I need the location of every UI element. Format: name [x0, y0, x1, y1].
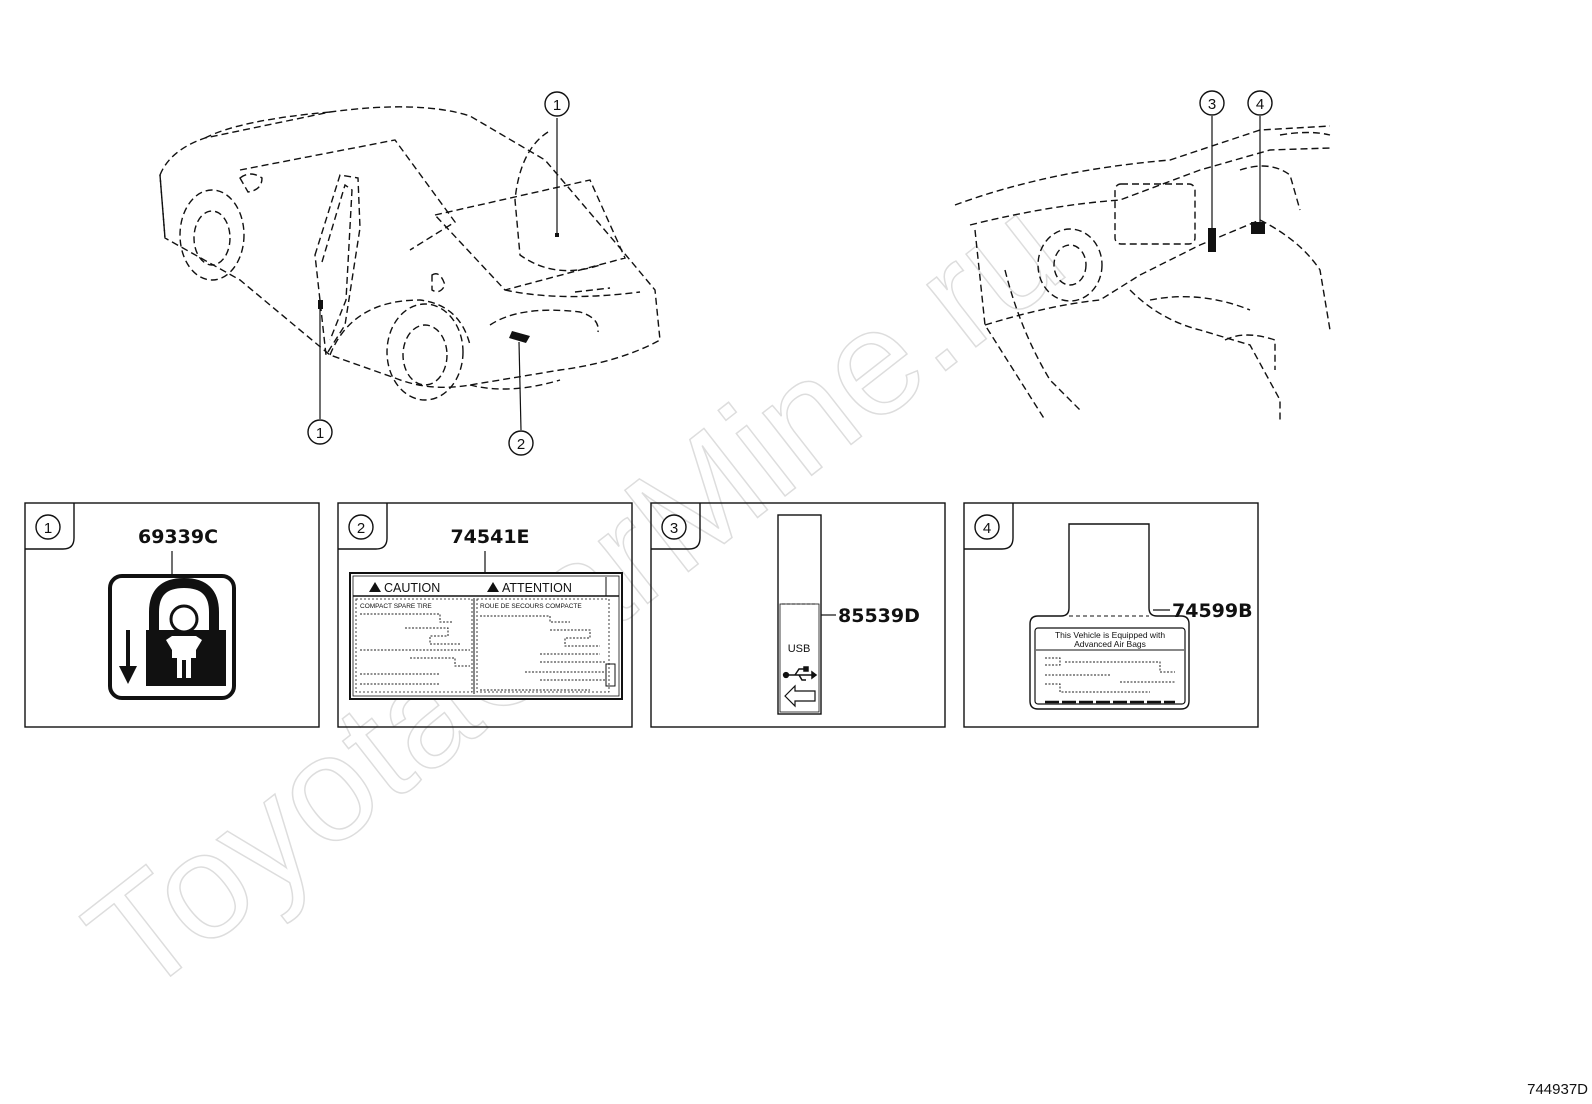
callout-2-trunk: 2 [508, 430, 534, 456]
part-number-74541E: 74541E [450, 526, 529, 548]
spare-tire-heading-fr: ROUE DE SECOURS COMPACTE [480, 603, 582, 610]
svg-text:1: 1 [316, 425, 324, 442]
svg-text:4: 4 [1256, 96, 1264, 113]
panel-3-tab: 3 [651, 503, 701, 550]
panel-3 [650, 502, 946, 728]
open-door [314, 174, 361, 358]
svg-text:2: 2 [357, 520, 365, 537]
airbag-label-marker [1251, 222, 1265, 234]
usb-text: USB [788, 643, 811, 655]
panel-1-tab: 1 [25, 503, 75, 550]
panel-4-tab: 4 [964, 503, 1014, 550]
svg-text:3: 3 [670, 520, 678, 537]
svg-text:1: 1 [44, 520, 52, 537]
panel-2-tab: 2 [338, 503, 388, 550]
arrow-icon [784, 684, 816, 708]
car-rear-view [159, 106, 661, 401]
panel-1 [24, 502, 320, 728]
part-number-69339C: 69339C [138, 526, 218, 548]
airbag-line-2: Advanced Air Bags [1074, 639, 1146, 649]
door-label-marker [318, 300, 323, 309]
callout-4-dash: 4 [1247, 90, 1273, 116]
callout-1-door: 1 [307, 419, 333, 445]
attention-triangle-icon [487, 582, 499, 592]
part-number-85539D: 85539D [838, 605, 920, 627]
airbag-line-1: This Vehicle is Equipped with [1055, 630, 1165, 640]
usb-icon [782, 666, 818, 681]
part-number-74599B: 74599B [1172, 600, 1253, 622]
panel-2 [337, 502, 633, 728]
caution-triangle-icon [369, 582, 381, 592]
dashboard-interior [954, 125, 1331, 421]
airbag-label: This Vehicle is Equipped with Advanced A… [1029, 523, 1190, 710]
caution-text: CAUTION [384, 581, 440, 595]
panel-4 [963, 502, 1259, 728]
svg-text:3: 3 [1208, 96, 1216, 113]
svg-text:2: 2 [517, 436, 525, 453]
callout-1-glass: 1 [544, 91, 570, 117]
usb-label: USB [777, 514, 822, 715]
glass-label-marker [555, 233, 559, 237]
svg-text:1: 1 [553, 97, 561, 114]
spare-tire-caution-label: CAUTION ATTENTION COMPACT SPARE TIRE ROU… [349, 572, 623, 700]
trunk-label-marker [509, 331, 530, 343]
usb-label-marker [1208, 228, 1216, 252]
svg-text:4: 4 [983, 520, 991, 537]
spare-tire-heading-en: COMPACT SPARE TIRE [360, 603, 432, 610]
attention-text: ATTENTION [502, 581, 572, 595]
diagram-code: 744937D [1527, 1081, 1588, 1098]
callout-3-dash: 3 [1199, 90, 1225, 116]
child-lock-icon [108, 574, 236, 700]
